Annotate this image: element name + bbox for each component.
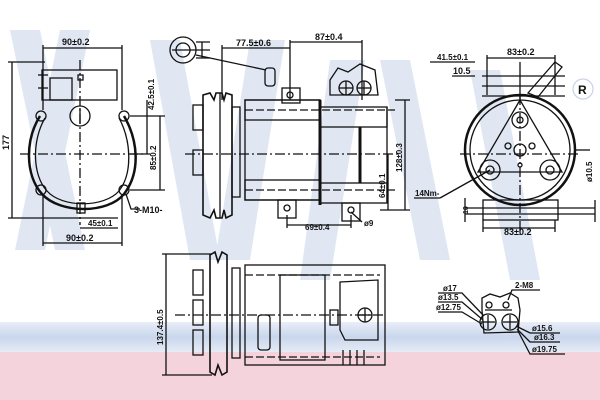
bottom-view [162,250,386,377]
side-dim-clutch-to-port: 77.5±0.6 [236,38,271,48]
side-dim-mount-spacing: 69±0.4 [305,223,330,232]
front-thread-label: 3-M10- [134,205,163,215]
port-label-2-m8: 2-M8 [515,281,534,290]
registered-mark: R [578,83,587,97]
rear-thread-label: 14Nm- [415,189,440,198]
side-view [169,36,440,228]
rear-dim-offset: 41.5±0.1 [437,53,469,62]
bottom-dim-pulley-height: 137.4±0.5 [156,309,165,345]
port-label-d15-6: ø15.6 [532,324,553,333]
watermark-blue-band [0,322,600,352]
port-label-d19-75: ø19.75 [532,345,557,354]
side-dim-height: 128±0.3 [395,143,404,172]
port-label-d17: ø17 [443,284,457,293]
front-dim-mount-top: 42.5±0.1 [147,78,156,110]
port-label-d13-5: ø13.5 [438,293,459,302]
front-dim-top-width: 90±0.2 [62,37,89,47]
rear-dim-left-small: 10 [463,206,470,214]
front-view [8,45,165,246]
front-dim-mount-vertical: 85±0.2 [149,145,158,170]
port-label-d16-3: ø16.3 [534,333,555,342]
front-dim-bottom-width: 90±0.2 [66,233,93,243]
port-detail [438,289,565,355]
rear-dim-top-width: 83±0.2 [507,47,534,57]
rear-dim-bore: ø10.5 [585,161,594,182]
rear-dim-small: 10.5 [453,66,471,76]
front-dim-bottom-offset: 45±0.1 [88,219,113,228]
rear-view [430,55,596,235]
port-label-d12-75: ø12.75 [436,303,461,312]
front-dim-height: 177 [1,135,11,150]
side-dim-port-spacing: 87±0.4 [315,32,342,42]
side-dim-hole: ø9 [364,219,374,228]
side-dim-center-height: 64±0.1 [378,173,387,198]
rear-dim-bottom-width: 83±0.2 [504,227,531,237]
